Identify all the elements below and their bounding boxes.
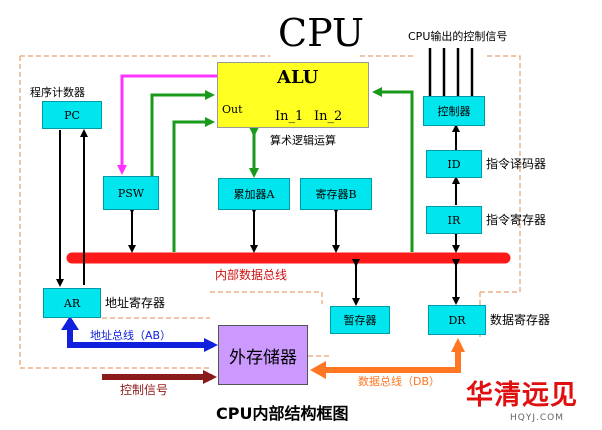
alu-in1-label: In_1 — [275, 109, 304, 124]
psw-register: PSW — [103, 176, 159, 210]
instruction-decoder: ID — [426, 150, 482, 178]
external-memory: 外存储器 — [218, 325, 308, 385]
address-bus-label: 地址总线（AB） — [90, 329, 172, 342]
instruction-register: IR — [426, 206, 482, 234]
control-out-label: CPU输出的控制信号 — [408, 30, 508, 43]
data-register: DR — [428, 305, 486, 335]
control-signal-label: 控制信号 — [120, 383, 169, 397]
cpu-boundary-left — [19, 56, 210, 369]
alu-caption: 算术逻辑运算 — [270, 134, 336, 147]
data-bus-arrow — [316, 338, 465, 373]
psw-to-alu-arrow — [150, 90, 215, 176]
address-register: AR — [43, 288, 101, 318]
data-bus-label: 数据总线（DB） — [358, 375, 441, 388]
alu-name: ALU — [277, 67, 319, 88]
bus-label: 内部数据总线 — [215, 268, 288, 282]
ar-caption: 地址寄存器 — [105, 296, 166, 310]
bus-to-alu-in2-arrow — [372, 87, 414, 252]
temp-register: 暂存器 — [330, 306, 390, 334]
controller-unit: 控制器 — [423, 96, 485, 126]
cpu-boundary-temp — [210, 291, 323, 304]
watermark-logo-cn: 华清远见 — [466, 380, 578, 411]
watermark-logo-en: HQYJ.COM — [510, 413, 564, 423]
alu-to-psw-arrow — [117, 74, 218, 175]
bus-to-alu-in1-arrow — [172, 117, 215, 252]
register-b: 寄存器B — [300, 178, 372, 210]
id-caption: 指令译码器 — [486, 157, 547, 171]
data-bus-arrow-left — [310, 361, 326, 379]
pc-register: PC — [42, 101, 102, 129]
footer-title: CPU内部结构框图 — [216, 404, 349, 423]
cpu-title: CPU — [278, 11, 365, 55]
dr-caption: 数据寄存器 — [490, 313, 551, 327]
alu-out-label: Out — [222, 103, 243, 116]
address-bus-arrow-up — [61, 316, 79, 330]
ir-caption: 指令寄存器 — [486, 213, 547, 227]
alu-block — [217, 62, 369, 128]
alu-in2-label: In_2 — [314, 109, 343, 124]
pc-caption: 程序计数器 — [30, 86, 85, 99]
cpu-boundary — [20, 55, 521, 293]
accumulator-a: 累加器A — [218, 178, 290, 210]
